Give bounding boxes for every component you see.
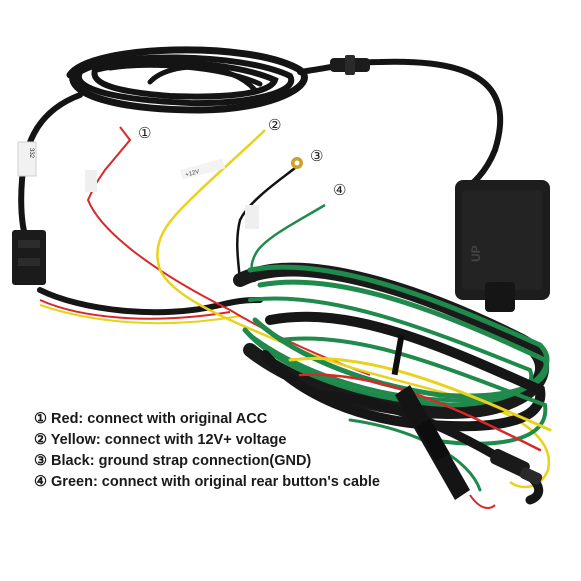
legend-text: Red: connect with original ACC bbox=[51, 411, 268, 427]
callout-4: ④ bbox=[333, 181, 347, 199]
callout-2: ② bbox=[268, 116, 282, 134]
legend-item-red: ① Red: connect with original ACC bbox=[34, 409, 380, 430]
cable-tie bbox=[391, 334, 405, 376]
legend-item-green: ④ Green: connect with original rear butt… bbox=[34, 472, 380, 493]
black-cable-to-module bbox=[297, 58, 504, 188]
legend-marker: ② bbox=[34, 432, 47, 448]
black-cable-bottom-left bbox=[37, 287, 263, 316]
rear-connector bbox=[490, 448, 543, 485]
legend-text: Black: ground strap connection(GND) bbox=[51, 453, 312, 469]
legend-marker: ④ bbox=[34, 474, 47, 490]
legend-item-black: ③ Black: ground strap connection(GND) bbox=[34, 451, 380, 472]
inline-fuse-holder bbox=[395, 385, 496, 509]
red-wire bbox=[86, 126, 371, 376]
wire-label-sticker-text: +12V bbox=[185, 169, 200, 178]
relay-connector bbox=[12, 230, 46, 285]
wire-bundle bbox=[233, 262, 552, 505]
callout-3: ③ bbox=[310, 147, 324, 165]
callout-1: ① bbox=[138, 124, 152, 142]
control-module: UP bbox=[455, 180, 550, 312]
cable-sticker-left-text: 332 bbox=[28, 148, 34, 159]
module-logo: UP bbox=[469, 245, 483, 262]
inline-connector-top bbox=[330, 55, 370, 75]
legend-text: Yellow: connect with 12V+ voltage bbox=[50, 432, 287, 448]
black-wire-ground bbox=[236, 167, 296, 281]
cable-sticker-left: 332 bbox=[17, 141, 37, 177]
legend-text: Green: connect with original rear button… bbox=[51, 474, 380, 490]
legend-item-yellow: ② Yellow: connect with 12V+ voltage bbox=[34, 430, 380, 451]
black-cable-coil-top bbox=[66, 46, 308, 114]
ground-wire-tag bbox=[245, 205, 259, 229]
legend-marker: ③ bbox=[34, 453, 47, 469]
ring-terminal bbox=[291, 157, 303, 169]
legend-marker: ① bbox=[34, 411, 47, 427]
wire-legend: ① Red: connect with original ACC ② Yello… bbox=[34, 409, 380, 493]
red-wire-tag bbox=[85, 170, 97, 192]
wire-label-sticker: +12V bbox=[180, 158, 226, 180]
